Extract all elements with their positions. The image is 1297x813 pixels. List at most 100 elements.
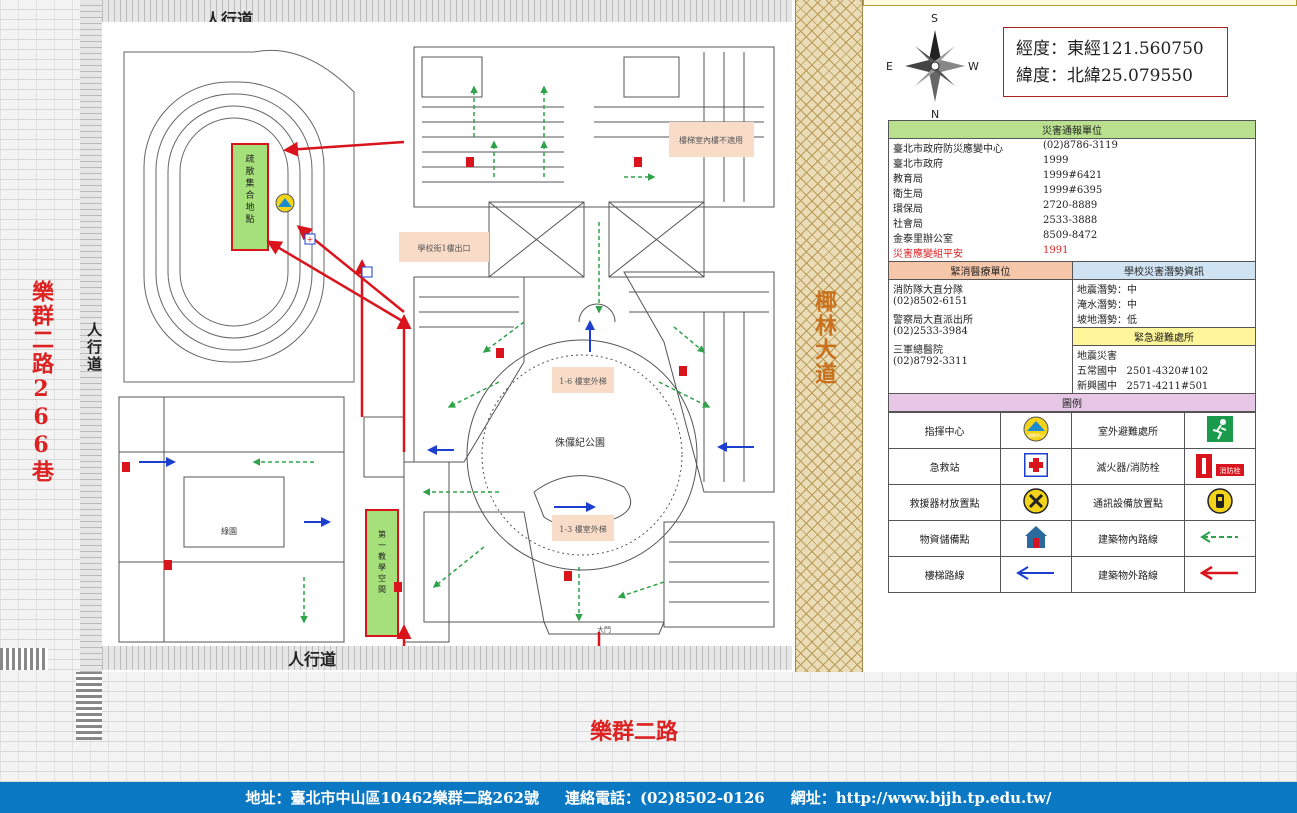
- risk-line: 淹水潛勢：中: [1077, 300, 1137, 311]
- compass-rose: S N E W: [880, 8, 990, 121]
- palm-avenue-label: 椰林大道: [811, 290, 837, 386]
- notify-row: 教育局 1999#6421: [893, 170, 1251, 185]
- legend-row: 物資儲備點 建築物內路線: [887, 520, 1257, 557]
- outdoor-routes: [266, 140, 601, 656]
- lane-266-road: [0, 0, 80, 690]
- shelter-line: 地震災害: [1077, 351, 1117, 362]
- command-center-icon: 指揮中心: [1000, 412, 1073, 449]
- floor-plan-drawing: 疏散集合地點 樓梯室內樓不適用 學校街1樓出口: [118, 46, 775, 656]
- indoor-routes: [252, 85, 711, 624]
- notify-phone: 2720-8889: [1043, 200, 1098, 211]
- risk-list: 地震潛勢：中 淹水潛勢：中 坡地潛勢：低: [1072, 279, 1256, 328]
- shelter-list: 地震災害 五常國中 2501-4320#102 新興國中 2571-4211#5…: [1072, 345, 1256, 394]
- fire-extinguisher-icon: 消防栓: [1183, 448, 1257, 485]
- longitude-text: 經度：東經121.560750: [1016, 39, 1204, 59]
- west-buildings: [118, 396, 450, 643]
- red-arrow-icon: [1183, 556, 1257, 593]
- notify-name: 臺北市政府防災應變中心: [893, 144, 1003, 155]
- floor-1-3-label-box: [552, 515, 614, 541]
- latitude-text: 緯度：北緯25.079550: [1016, 66, 1193, 86]
- stair-routes: [139, 320, 754, 527]
- green-dashed-arrow-icon: [1183, 520, 1257, 557]
- notify-name: 臺北市政府: [893, 159, 943, 170]
- lequn-2nd-road-label: 樂群二路: [590, 719, 679, 745]
- lane-266-label: 樂群二路266巷: [28, 280, 54, 484]
- compass-north: N: [931, 108, 939, 120]
- first-aid-icon: [1000, 448, 1073, 485]
- bottom-sidewalk: [102, 646, 792, 670]
- jurassic-park: [466, 303, 698, 571]
- park-label: 侏儸紀公園: [555, 436, 605, 449]
- assembly-label: 疏散集合地點: [245, 153, 254, 225]
- compass-west: W: [968, 60, 979, 73]
- stair-exit-label-box: [399, 232, 489, 262]
- notify-phone: 1999#6421: [1043, 170, 1103, 181]
- medical-line: 三軍總醫院: [893, 345, 943, 356]
- outdoor-shelter-icon: [1183, 412, 1257, 449]
- legend-label: 室外避難處所: [1071, 412, 1185, 449]
- medical-list: 消防隊大直分隊 (02)8502-6151 警察局大直派出所 (02)2533-…: [888, 279, 1073, 394]
- legend-label: 通訊設備放置點: [1071, 484, 1185, 521]
- first-gym-space: [365, 509, 399, 637]
- extinguisher-badge-text: 消防栓: [1219, 466, 1240, 475]
- notify-header: 災害通報單位: [888, 120, 1256, 139]
- legend-label: 急救站: [887, 448, 1002, 485]
- notify-phone: 1999#6395: [1043, 185, 1103, 196]
- legend-label: 救援器材放置點: [887, 484, 1002, 521]
- crosswalk: [0, 648, 48, 670]
- notify-list: 臺北市政府防災應變中心(02)8786-3119 臺北市政府 1999 教育局 1999…: [888, 138, 1256, 262]
- radio-icon: [1183, 484, 1257, 521]
- legend-row: 急救站 滅火器/消防栓 消防栓: [887, 448, 1257, 485]
- shelter-header: 緊急避難處所: [1072, 327, 1256, 346]
- svg-text:第一教學空間: 第一教學空間: [378, 529, 386, 594]
- notify-phone: 8509-8472: [1043, 230, 1098, 241]
- lequn-2nd-road: [0, 672, 1297, 782]
- assembly-point: [231, 143, 269, 251]
- legend-row: 指揮中心 指揮中心 室外避難處所: [887, 412, 1257, 449]
- medical-line: (02)8792-3311: [893, 356, 968, 367]
- info-panel: 災害通報單位 臺北市政府防災應變中心(02)8786-3119 臺北市政府 1999…: [887, 120, 1257, 593]
- shelter-line: 五常國中 2501-4320#102: [1077, 366, 1209, 377]
- south-building: [423, 511, 775, 635]
- notify-name: 教育局: [893, 174, 923, 185]
- floor-1-6-label-box: [552, 367, 614, 393]
- notify-row: 臺北市政府防災應變中心(02)8786-3119: [893, 140, 1251, 155]
- medical-line: (02)8502-6151: [893, 296, 968, 307]
- svg-text:1-3 樓室外梯: 1-3 樓室外梯: [559, 524, 606, 534]
- svg-text:綠園: 綠園: [221, 526, 237, 536]
- legend-label: 樓梯路線: [887, 556, 1002, 593]
- footer-bar: 地址：臺北市中山區10462樂群二路262號 連絡電話：(02)8502-012…: [0, 782, 1297, 813]
- legend-header: 圖例: [888, 393, 1256, 412]
- svg-text:+: +: [307, 235, 314, 244]
- crosswalk: [76, 672, 102, 740]
- shelter-line: 新興國中 2571-4211#501: [1077, 381, 1209, 392]
- legend-label: 物資儲備點: [887, 520, 1002, 557]
- risk-header: 學校災害潛勢資訊: [1072, 261, 1256, 280]
- top-banner-strip: [863, 0, 1297, 6]
- running-track: [123, 49, 355, 383]
- left-sidewalk-label: 人行道: [85, 322, 103, 373]
- svg-text:大門: 大門: [597, 625, 611, 634]
- notify-phone: 2533-3888: [1043, 215, 1098, 226]
- footer-phone: 連絡電話：(02)8502-0126: [564, 789, 765, 807]
- campus-floor-plan: 疏散集合地點 樓梯室內樓不適用 學校街1樓出口: [104, 22, 792, 656]
- info-table: 災害通報單位 臺北市政府防災應變中心(02)8786-3119 臺北市政府 1999…: [888, 120, 1256, 412]
- legend-label: 建築物內路線: [1071, 520, 1185, 557]
- indoor-stair-label-box: [669, 122, 754, 157]
- medical-line: 消防隊大直分隊: [893, 285, 963, 296]
- left-sidewalk: [80, 0, 102, 690]
- compass-east: E: [886, 60, 893, 73]
- notify-phone: 1999: [1043, 155, 1069, 166]
- coordinates-box: 經度：東經121.560750 緯度：北緯25.079550: [1003, 27, 1228, 97]
- footer-address: 地址：臺北市中山區10462樂群二路262號: [245, 789, 539, 807]
- medical-line: (02)2533-3984: [893, 326, 968, 337]
- svg-text:樓梯室內樓不適用: 樓梯室內樓不適用: [679, 135, 743, 145]
- compass-south: S: [931, 12, 938, 25]
- footer-website[interactable]: 網址：http://www.bjjh.tp.edu.tw/: [790, 789, 1052, 807]
- palm-avenue: [795, 0, 863, 672]
- risk-line: 地震潛勢：中: [1077, 285, 1137, 296]
- legend-label: 指揮中心: [887, 412, 1002, 449]
